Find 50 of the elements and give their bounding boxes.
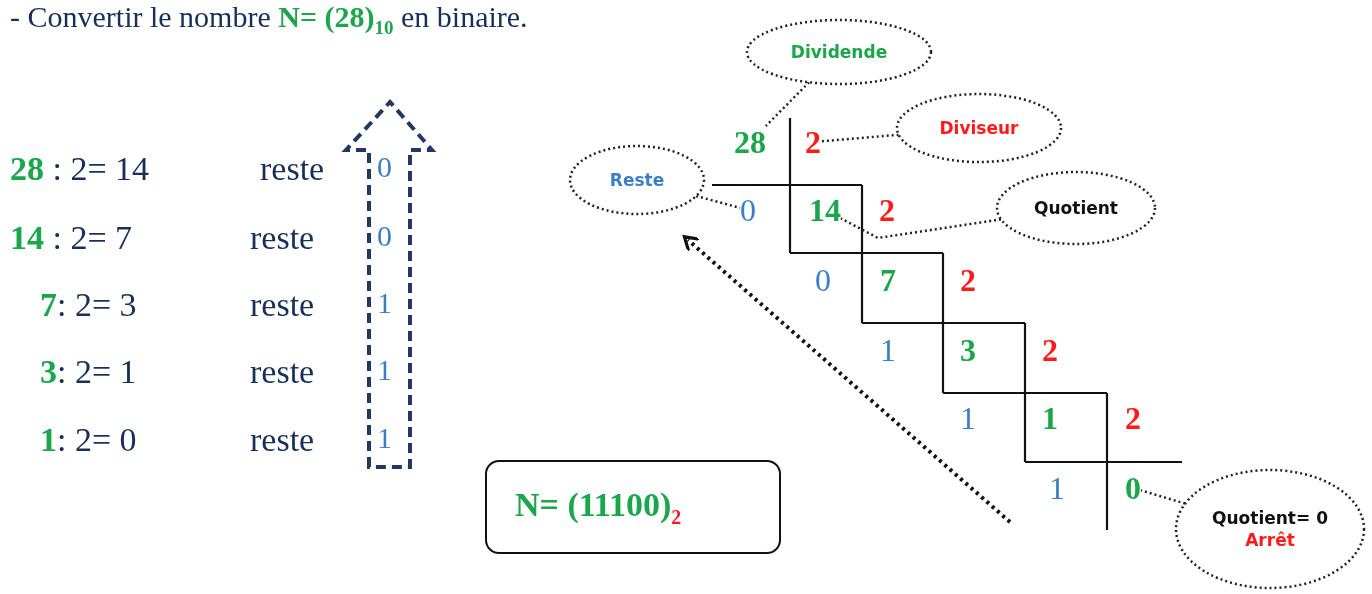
callout-text: Arrêt <box>1245 529 1295 552</box>
remainder-digit: 1 <box>1049 472 1065 504</box>
callout-bubble <box>895 92 1063 164</box>
remainder-digit: 0 <box>815 264 831 296</box>
remainder-digit: 0 <box>740 194 756 226</box>
remainder-digit: 1 <box>880 334 896 366</box>
callout-bubble <box>568 144 706 216</box>
divisor-number: 2 <box>960 264 976 296</box>
division-equation: 28 : 2= 14 <box>10 152 150 186</box>
divisor-number: 2 <box>805 126 821 158</box>
result-formula: N= (11100)$_{2}$ <box>515 485 682 529</box>
division-equation: 14 : 2= 7 <box>10 221 133 255</box>
callout-text: Diviseur <box>939 116 1019 140</box>
remainder-digit: 0 <box>377 221 392 251</box>
callout-bubble <box>995 170 1157 246</box>
division-equation: 7: 2= 3 <box>40 288 137 322</box>
callout-text: Reste <box>609 168 665 192</box>
remainder-word: reste <box>250 423 315 457</box>
callout-bubble <box>745 18 933 86</box>
remainder-word: reste <box>250 221 315 255</box>
result-box <box>485 460 781 554</box>
remainder-digit: 1 <box>377 355 392 385</box>
leader-line <box>764 81 810 127</box>
quotient-number: 1 <box>1042 402 1058 434</box>
instruction-text: - Convertir le nombre N= (28)$_{10}$ en binaire. <box>10 0 528 39</box>
leader-line <box>695 194 741 210</box>
quotient-number: 14 <box>809 194 841 226</box>
division-equation: 1: 2= 0 <box>40 423 137 457</box>
divisor-number: 2 <box>1125 402 1141 434</box>
callout-text: Dividende <box>790 40 888 64</box>
remainder-word: reste <box>250 288 315 322</box>
quotient-number: 7 <box>880 264 896 296</box>
remainder-digit: 1 <box>377 423 392 453</box>
dividend-number: 28 <box>734 126 766 158</box>
division-equation: 3: 2= 1 <box>40 355 137 389</box>
leader-line <box>840 217 1002 240</box>
callout-bubble <box>1174 468 1366 590</box>
remainder-digit: 0 <box>377 152 392 182</box>
remainder-digit: 1 <box>960 402 976 434</box>
leader-line <box>1140 489 1186 505</box>
callout-text: Quotient <box>1034 196 1118 220</box>
divisor-number: 2 <box>1042 334 1058 366</box>
quotient-number: 0 <box>1125 472 1141 504</box>
remainder-word: reste <box>250 355 315 389</box>
quotient-number: 3 <box>960 334 976 366</box>
callout-text: Quotient= 0 <box>1212 506 1328 529</box>
remainder-word: reste <box>260 152 325 186</box>
leader-line <box>820 133 899 143</box>
divisor-number: 2 <box>879 194 895 226</box>
remainder-digit: 1 <box>377 288 392 318</box>
